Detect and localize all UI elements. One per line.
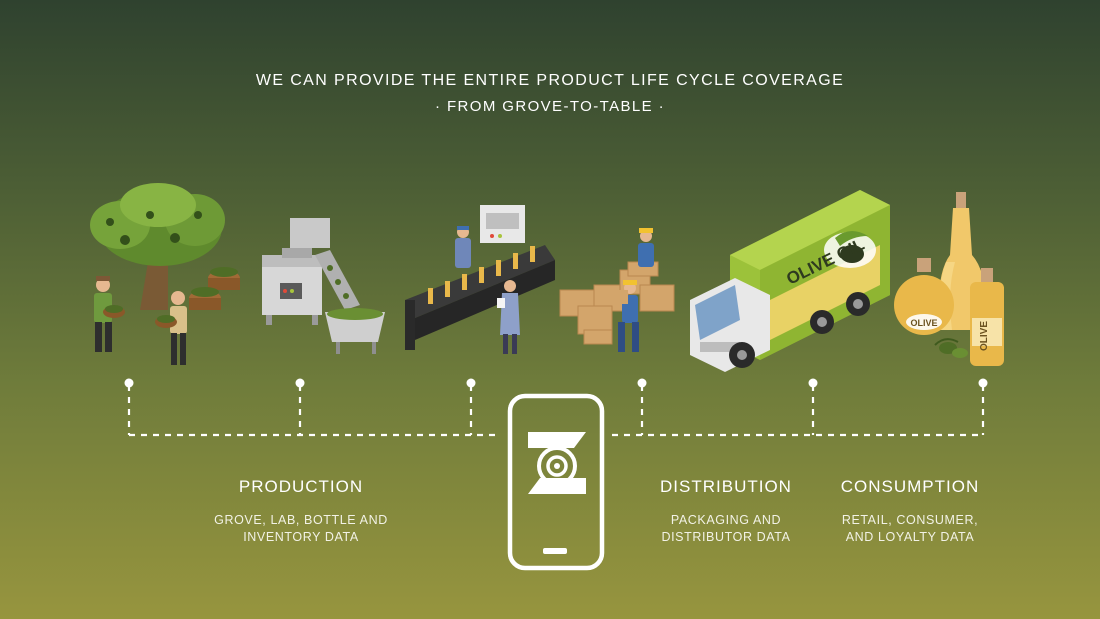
olive-oil-bottles-illustration: OLIVE OLIVE xyxy=(894,192,1004,366)
stage-desc-production-line1: GROVE, LAB, BOTTLE AND xyxy=(214,513,388,527)
stage-title-production: PRODUCTION xyxy=(238,477,364,496)
olive-tree-harvest-illustration xyxy=(90,183,240,365)
stage-desc-distribution-line1: PACKAGING AND xyxy=(670,513,782,527)
large-bottle-label: OLIVE xyxy=(979,321,990,351)
timeline-nodes xyxy=(124,378,988,388)
packaging-boxes-illustration xyxy=(559,228,675,352)
headline-line-2: · FROM GROVE-TO-TABLE · xyxy=(435,98,665,115)
bottling-conveyor-illustration xyxy=(405,205,555,354)
brand-logo-icon xyxy=(528,432,586,494)
smartphone-icon xyxy=(507,393,605,571)
timeline-connectors xyxy=(127,385,985,437)
stage-title-distribution: DISTRIBUTION xyxy=(660,477,792,496)
stage-desc-consumption-line2: AND LOYALTY DATA xyxy=(845,530,975,544)
stage-desc-consumption-line1: RETAIL, CONSUMER, xyxy=(841,513,979,527)
headline-line-1: WE CAN PROVIDE THE ENTIRE PRODUCT LIFE C… xyxy=(255,72,845,89)
stage-title-consumption: CONSUMPTION xyxy=(840,477,980,496)
round-bottle-label: OLIVE xyxy=(910,318,937,328)
olive-oil-truck-illustration: OLIVE OIL xyxy=(690,190,890,372)
stage-desc-distribution-line2: DISTRIBUTOR DATA xyxy=(661,530,791,544)
olive-press-machine-illustration xyxy=(262,218,385,354)
stage-desc-production-line2: INVENTORY DATA xyxy=(243,530,359,544)
